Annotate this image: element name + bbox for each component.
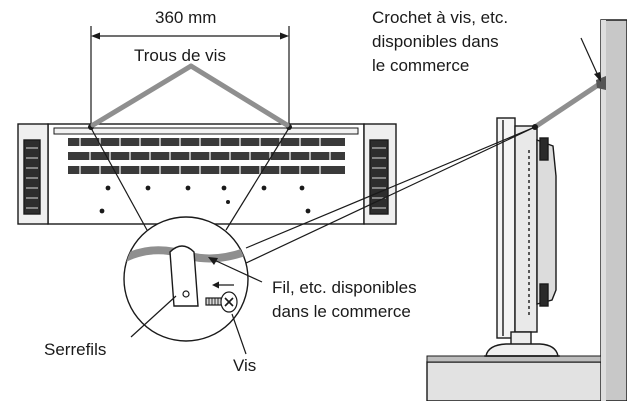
screw-detail: [205, 291, 238, 313]
screw-holes-label: Trous de vis: [134, 46, 226, 65]
leader-lines: [130, 37, 601, 355]
wall-hook: [596, 76, 606, 90]
zoom-detail: [123, 216, 249, 342]
side-wire: [532, 80, 604, 130]
callout-lines: [90, 126, 536, 265]
screw-hole-pointers: [90, 63, 290, 128]
wire-label-line1: Fil, etc. disponibles: [272, 278, 417, 297]
hook-label-line3: le commerce: [372, 56, 470, 75]
monitor-rear-view: [17, 123, 397, 225]
arrow-icon: [212, 281, 234, 289]
monitor-side-view: [484, 117, 560, 357]
wire-clamp: [169, 245, 199, 307]
dimension-label: 360 mm: [155, 8, 217, 27]
floor-top: [426, 355, 602, 363]
dimension-360: [90, 26, 290, 126]
clamp-label: Serrefils: [44, 340, 107, 359]
hook-label-line1: Crochet à vis, etc.: [372, 8, 509, 27]
wall-and-floor: [426, 19, 627, 401]
floor-shelf: [426, 361, 602, 401]
hook-label-line2: disponibles dans: [372, 32, 499, 51]
screw-label: Vis: [233, 356, 257, 375]
wire-label-line2: dans le commerce: [272, 302, 411, 321]
